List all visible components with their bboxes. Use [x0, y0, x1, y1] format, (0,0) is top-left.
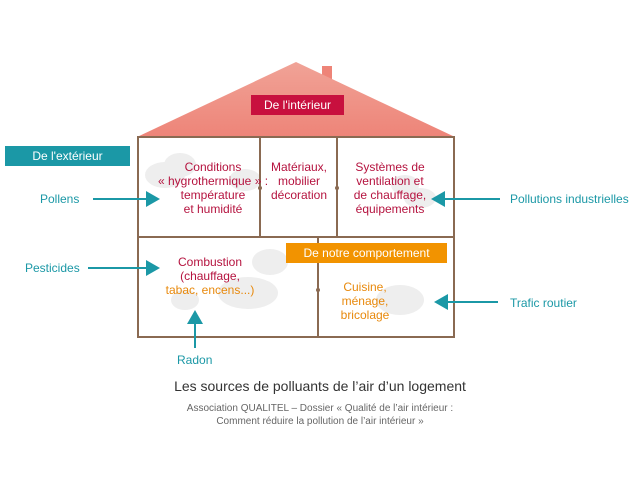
interior-badge: De l'intérieur	[251, 95, 344, 115]
caption-line-1: Association QUALITEL – Dossier « Qualité…	[186, 403, 454, 414]
systems-line-2: ventilation et	[356, 174, 424, 188]
hygro-line-3: température	[180, 188, 246, 202]
caption-title: Les sources de polluants de l’air d’un l…	[174, 378, 466, 394]
combustion-line-2: (chauffage,	[180, 269, 240, 283]
cuisine-line-2: ménage,	[341, 294, 389, 308]
room-materials: Matériaux, mobilier décoration	[262, 160, 336, 202]
clouds	[145, 153, 436, 315]
hygro-line-1: Conditions	[184, 160, 242, 174]
label-pollens: Pollens	[40, 192, 80, 206]
behaviour-badge: De notre comportement	[286, 243, 447, 263]
room-systems: Systèmes de ventilation et de chauffage,…	[340, 160, 440, 216]
systems-line-3: de chauffage,	[353, 188, 427, 202]
combustion-line-3: tabac, encens...)	[165, 283, 255, 297]
label-traffic: Trafic routier	[510, 296, 577, 310]
label-radon: Radon	[177, 353, 213, 367]
hygro-line-2: « hygrothermique » :	[157, 174, 269, 188]
room-combustion: Combustion (chauffage, tabac, encens...)	[150, 255, 270, 297]
label-industrial: Pollutions industrielles	[510, 192, 629, 206]
exterior-badge: De l'extérieur	[5, 146, 130, 166]
combustion-line-1: Combustion	[177, 255, 243, 269]
materials-line-2: mobilier	[277, 174, 320, 188]
cuisine-line-1: Cuisine,	[343, 280, 387, 294]
caption-line-2: Comment réduire la pollution de l’air in…	[216, 416, 424, 427]
cuisine-line-3: bricolage	[340, 308, 390, 322]
hygro-line-4: et humidité	[183, 202, 243, 216]
materials-line-3: décoration	[270, 188, 328, 202]
chimney	[322, 66, 332, 80]
systems-line-1: Systèmes de	[355, 160, 425, 174]
caption-source: Association QUALITEL – Dossier « Qualité…	[0, 402, 640, 428]
label-pesticides: Pesticides	[25, 261, 80, 275]
room-cuisine: Cuisine, ménage, bricolage	[325, 280, 405, 322]
room-hygro: Conditions « hygrothermique » : températ…	[150, 160, 276, 216]
systems-line-4: équipements	[355, 202, 425, 216]
materials-line-1: Matériaux,	[270, 160, 328, 174]
